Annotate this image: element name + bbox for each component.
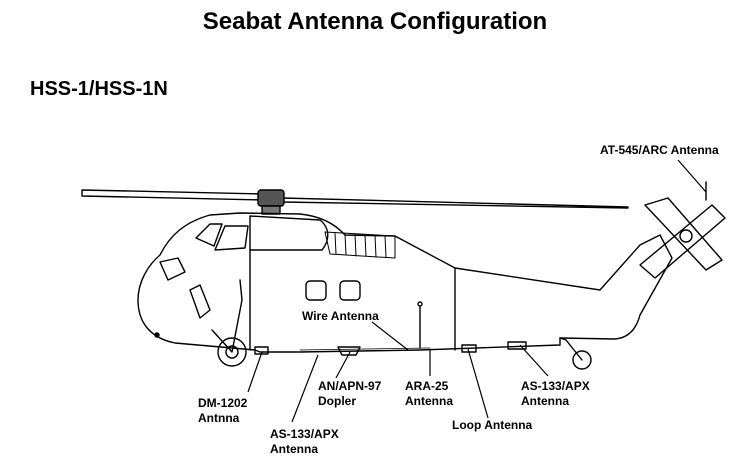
fuselage-outline bbox=[137, 212, 673, 353]
label-as133-right-line2: Antenna bbox=[521, 394, 569, 408]
main-rotor-blade-aft bbox=[281, 197, 629, 208]
engine-grill bbox=[324, 231, 396, 259]
label-ara25: ARA-25 Antenna bbox=[405, 379, 453, 409]
leader-as133-right bbox=[519, 344, 549, 377]
main-rotor-blade bbox=[81, 189, 266, 201]
label-anapn97: AN/APN-97 Dopler bbox=[318, 379, 381, 409]
leader-wire bbox=[371, 321, 409, 351]
tail-rotor bbox=[639, 197, 726, 279]
cabin-window bbox=[305, 280, 327, 301]
label-anapn97-line2: Dopler bbox=[318, 394, 357, 408]
label-wire-antenna: Wire Antenna bbox=[302, 309, 379, 323]
label-at545-antenna: AT-545/ARC Antenna bbox=[600, 143, 719, 157]
label-anapn97-line1: AN/APN-97 bbox=[318, 379, 382, 393]
leader-as133-left bbox=[291, 354, 319, 423]
label-as133-right-line1: AS-133/APX bbox=[521, 379, 590, 393]
aircraft-model-heading: HSS-1/HSS-1N bbox=[30, 78, 168, 100]
label-as133-left-line2: Antenna bbox=[270, 442, 318, 456]
label-dm1202-line2: Antnna bbox=[198, 411, 240, 425]
cockpit-window bbox=[195, 223, 223, 247]
nose-window bbox=[159, 257, 186, 281]
leader-loop bbox=[467, 348, 489, 419]
cabin-window bbox=[339, 280, 361, 301]
label-as133-left: AS-133/APX Antenna bbox=[270, 427, 339, 457]
cockpit-window bbox=[214, 225, 249, 251]
belly-antenna-left bbox=[254, 346, 269, 355]
page-title: Seabat Antenna Configuration bbox=[202, 8, 548, 35]
belly-antenna-doppler bbox=[337, 346, 361, 356]
rear-landing-gear bbox=[559, 337, 592, 370]
label-as133-left-line1: AS-133/APX bbox=[270, 427, 339, 441]
belly-antenna-right bbox=[507, 341, 527, 350]
belly-antenna-loop bbox=[461, 344, 477, 353]
label-dm1202-line1: DM-1202 bbox=[198, 396, 248, 410]
label-ara25-line1: ARA-25 bbox=[405, 379, 449, 393]
label-ara25-line2: Antenna bbox=[405, 394, 453, 408]
front-landing-gear bbox=[211, 279, 247, 367]
leader-dm1202 bbox=[247, 351, 263, 393]
wire-antenna-line bbox=[299, 347, 431, 351]
nose-window-lower bbox=[189, 284, 211, 319]
leader-at545 bbox=[677, 159, 707, 193]
label-as133-right: AS-133/APX Antenna bbox=[521, 379, 590, 409]
label-dm1202: DM-1202 Antnna bbox=[198, 396, 247, 426]
leader-doppler bbox=[335, 351, 351, 379]
label-loop-antenna: Loop Antenna bbox=[452, 418, 533, 432]
cockpit-upper bbox=[249, 215, 329, 251]
rotor-head bbox=[257, 189, 285, 215]
